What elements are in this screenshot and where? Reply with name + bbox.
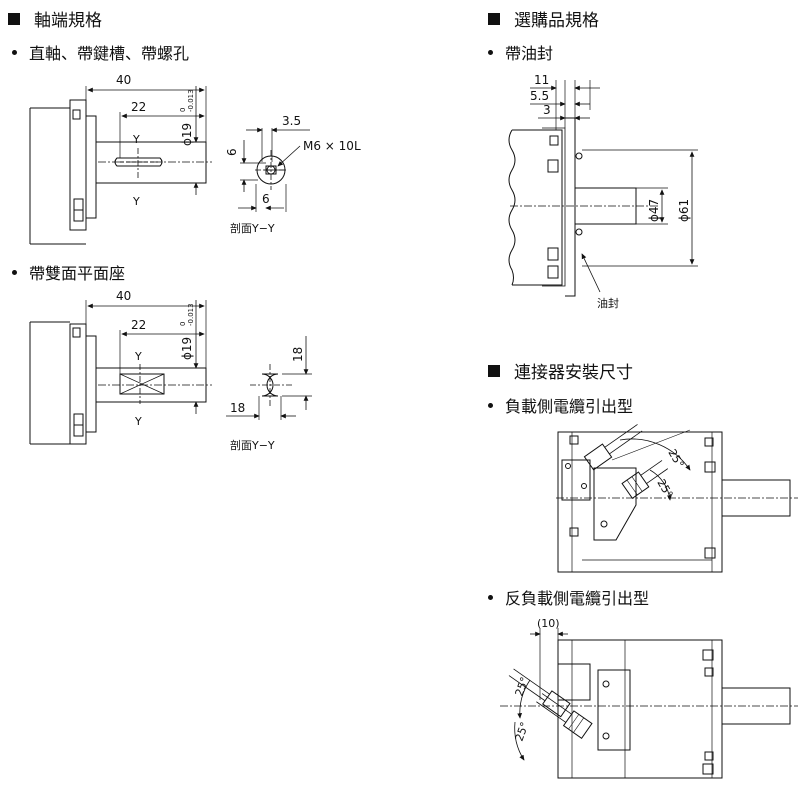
section-mark-y-bottom: Y — [134, 415, 142, 428]
dim-18-vertical: 18 — [291, 347, 305, 362]
oil-seal-label: 油封 — [597, 296, 619, 310]
oil-seal-drawing — [508, 80, 698, 297]
reverse-side-labels: (10) 25° 25° — [513, 617, 560, 743]
dim-40: 40 — [116, 289, 131, 303]
dim-3: 3 — [543, 103, 551, 117]
square-bullet-icon — [488, 364, 500, 377]
dim-6-vertical: 6 — [225, 148, 239, 156]
thread-spec: M6 × 10L — [303, 139, 361, 153]
angle-25-lower: 25° — [654, 477, 675, 500]
load-side-subheading-text: 負載側電纜引出型 — [505, 397, 634, 416]
dim-3-5: 3.5 — [282, 114, 301, 128]
dia-47: ϕ47 — [647, 199, 661, 222]
reverse-side-subheading: 反負載側電纜引出型 — [488, 585, 649, 609]
diameter-label: ϕ19 — [180, 337, 194, 360]
flat-shaft-drawing — [29, 300, 312, 445]
options-heading: 選購品規格 — [488, 6, 599, 31]
dia-61: ϕ61 — [677, 199, 691, 222]
angle-25-upper: 25° — [513, 675, 532, 698]
bullet-dot-icon — [12, 270, 17, 275]
section-label: 剖面Y−Y — [230, 221, 275, 235]
bullet-dot-icon — [488, 50, 493, 55]
load-side-labels: 25° 25° — [654, 447, 686, 500]
dim-11: 11 — [534, 73, 549, 87]
bullet-dot-icon — [488, 595, 493, 600]
section-mark-y-bottom: Y — [132, 195, 140, 208]
section-mark-y-top: Y — [132, 133, 140, 146]
tolerance-lower: -0.013 — [187, 89, 195, 112]
flat-shaft-subheading: 帶雙面平面座 — [12, 260, 125, 284]
tolerance-lower: -0.013 — [187, 303, 195, 326]
tolerance-upper: 0 — [179, 108, 187, 112]
oil-seal-subheading-text: 帶油封 — [505, 44, 554, 63]
square-bullet-icon — [8, 12, 20, 25]
shaft-end-heading: 軸端規格 — [8, 6, 102, 31]
tolerance-upper: 0 — [179, 322, 187, 326]
angle-25-lower: 25° — [513, 720, 532, 743]
oil-seal-subheading: 帶油封 — [488, 40, 553, 64]
dim-5-5: 5.5 — [530, 89, 549, 103]
straight-shaft-subheading-text: 直軸、帶鍵槽、帶螺孔 — [29, 44, 190, 63]
square-bullet-icon — [488, 12, 500, 25]
diameter-label: ϕ19 — [180, 123, 194, 146]
straight-shaft-subheading: 直軸、帶鍵槽、帶螺孔 — [12, 40, 189, 64]
options-heading-text: 選購品規格 — [514, 11, 599, 31]
reverse-side-subheading-text: 反負載側電纜引出型 — [505, 589, 650, 608]
section-label: 剖面Y−Y — [230, 438, 275, 452]
dim-40: 40 — [116, 73, 131, 87]
dim-22: 22 — [131, 100, 146, 114]
straight-shaft-drawing — [29, 86, 310, 245]
section-mark-y-top: Y — [134, 350, 142, 363]
straight-shaft-labels: 40 22 Y Y ϕ19 0 -0.013 3.5 M6 × 10L 6 6 … — [116, 73, 361, 235]
load-side-drawing — [556, 424, 798, 573]
bullet-dot-icon — [12, 50, 17, 55]
flat-shaft-subheading-text: 帶雙面平面座 — [29, 264, 126, 283]
flat-shaft-labels: 40 22 Y Y ϕ19 0 -0.013 18 18 剖面Y−Y — [116, 289, 305, 452]
shaft-end-heading-text: 軸端規格 — [34, 11, 102, 31]
angle-25-upper: 25° — [665, 447, 686, 470]
dim-22: 22 — [131, 318, 146, 332]
oil-seal-labels: 11 5.5 3 ϕ47 ϕ61 油封 — [530, 73, 691, 310]
connector-heading: 連接器安裝尺寸 — [488, 358, 633, 383]
load-side-subheading: 負載側電纜引出型 — [488, 393, 633, 417]
connector-heading-text: 連接器安裝尺寸 — [514, 363, 633, 383]
reverse-side-drawing — [500, 628, 798, 779]
dim-6-horizontal: 6 — [262, 192, 270, 206]
bullet-dot-icon — [488, 403, 493, 408]
dim-10: (10) — [537, 617, 560, 630]
dim-18-horizontal: 18 — [230, 401, 245, 415]
